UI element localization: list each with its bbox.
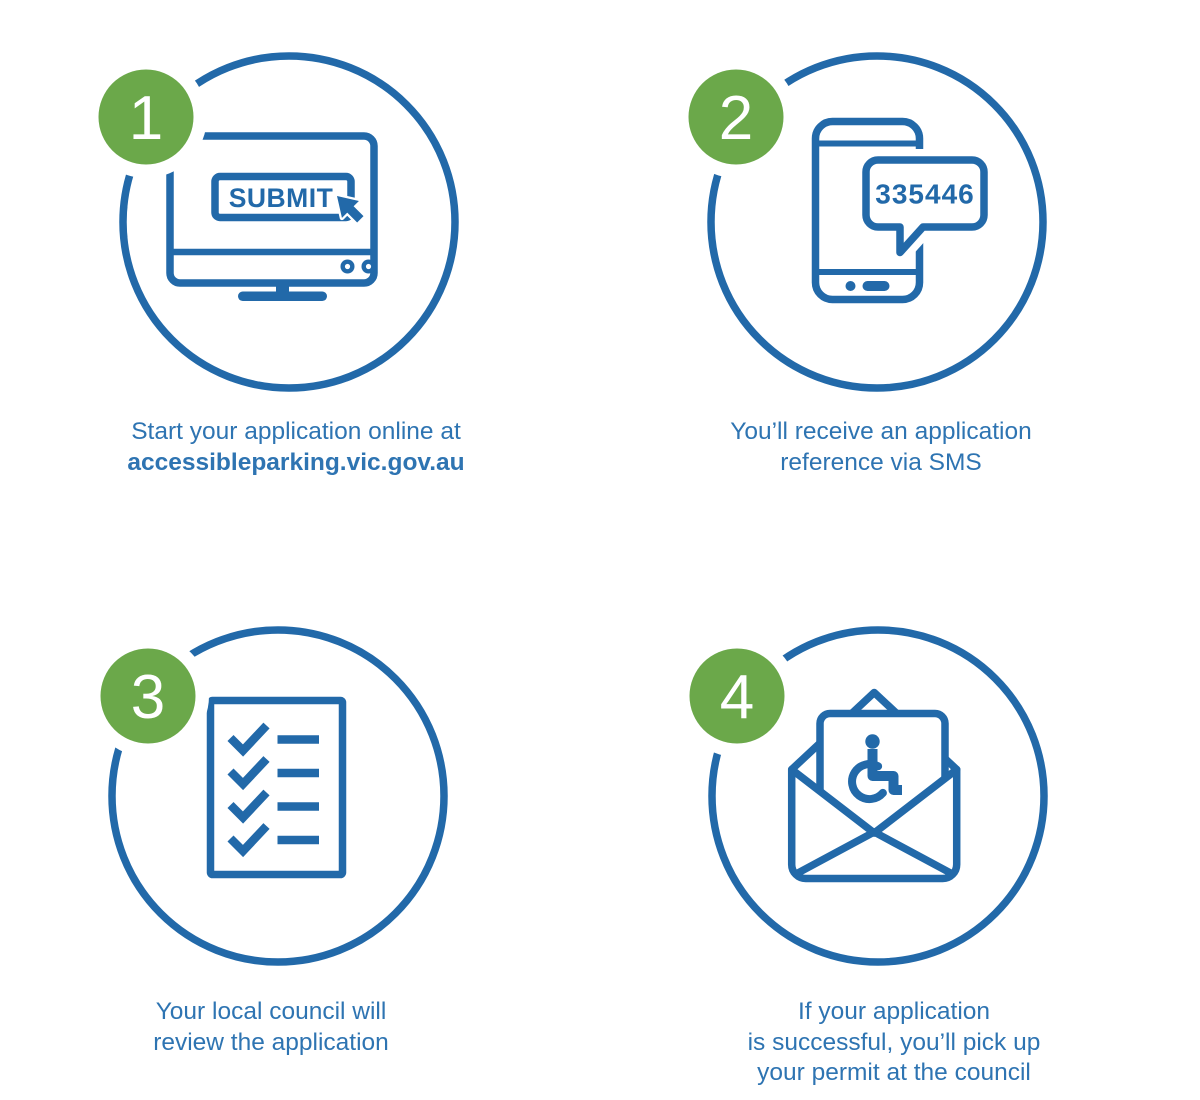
step-4-caption: If your application is successful, you’l… <box>644 997 1144 1089</box>
envelope-permit-icon <box>787 688 961 883</box>
step-3-ring <box>108 626 448 966</box>
step-4-caption-line: If your application <box>797 998 991 1025</box>
step-1-caption-line: Start your application online at <box>131 418 461 445</box>
submit-button-graphic: SUBMIT <box>211 172 355 222</box>
step-3-number-badge <box>100 648 196 744</box>
submit-button-label: SUBMIT <box>229 183 334 213</box>
monitor-icon: SUBMIT <box>166 132 378 301</box>
checklist-icon <box>206 696 347 879</box>
step-1-caption-url: accessibleparking.vic.gov.au <box>127 448 465 476</box>
step-2-caption-line: reference via SMS <box>780 448 982 476</box>
step-4-caption-line: is successful, you’ll pick up <box>747 1028 1041 1056</box>
wheelchair-accessibility-icon <box>848 734 902 804</box>
step-4-number: 4 <box>720 663 754 732</box>
step-2-ring <box>707 52 1047 392</box>
step-4-number-badge <box>689 648 785 744</box>
step-4-graphic: 4 <box>676 626 1048 966</box>
step-1-caption: Start your application online at accessi… <box>46 417 546 478</box>
step-3-caption-line: review the application <box>153 1028 389 1056</box>
step-1-ring <box>119 52 459 392</box>
phone-home-button-icon <box>862 281 890 291</box>
step-4-ring <box>708 626 1048 966</box>
step-3-number: 3 <box>131 663 165 732</box>
step-2-graphic: 335446 2 <box>675 52 1047 392</box>
step-1-number: 1 <box>129 84 163 153</box>
sms-bubble: 335446 <box>855 149 995 264</box>
step-3-caption-line: Your local council will <box>155 998 387 1025</box>
step-2-number: 2 <box>719 84 753 153</box>
step-1-number-badge <box>98 69 194 165</box>
phone-sms-icon: 335446 <box>811 117 995 304</box>
step-4-caption-line: your permit at the council <box>757 1059 1031 1086</box>
step-2-caption: You’ll receive an application reference … <box>631 417 1131 478</box>
step-3-graphic: 3 <box>87 626 448 966</box>
step-2-caption-line: You’ll receive an application <box>730 418 1032 445</box>
cursor-icon <box>334 193 366 225</box>
step-1-graphic: SUBMIT 1 <box>85 52 459 392</box>
sms-reference-number: 335446 <box>875 179 974 210</box>
step-2-number-badge <box>688 69 784 165</box>
step-3-caption: Your local council will review the appli… <box>21 997 521 1058</box>
